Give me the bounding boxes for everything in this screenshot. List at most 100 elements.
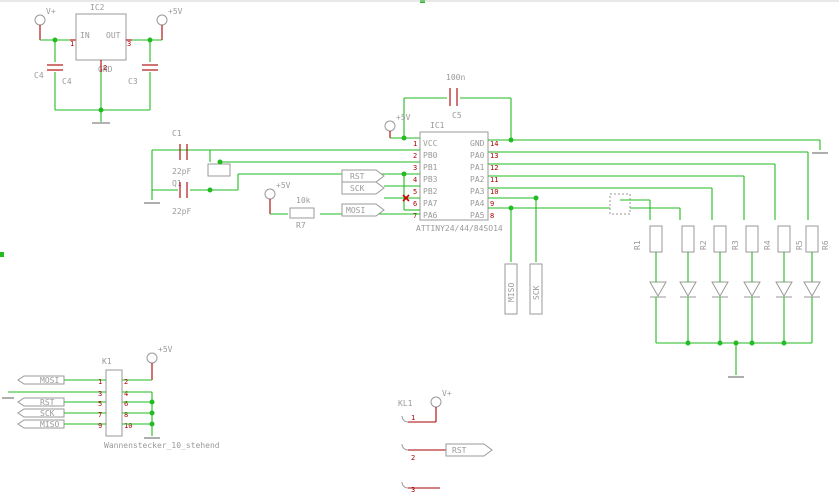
svg-text:VCC: VCC <box>423 139 438 148</box>
svg-text:GND: GND <box>470 139 485 148</box>
svg-text:MOSI: MOSI <box>40 376 59 385</box>
plus5v-label: +5V <box>168 7 183 16</box>
mcu-section: +5V IC1 ATTINY24/44/84SO14 VCC PB0 PB1 P… <box>152 113 828 262</box>
net-rst-header <box>17 397 65 407</box>
svg-text:1: 1 <box>98 378 102 386</box>
svg-text:PA1: PA1 <box>470 163 485 172</box>
net-sck-header <box>17 408 65 418</box>
crystal-body <box>207 163 231 177</box>
frame-marker-left <box>0 252 4 257</box>
svg-text:PB1: PB1 <box>423 163 438 172</box>
svg-text:10: 10 <box>490 188 498 196</box>
mcu-part: ATTINY24/44/84SO14 <box>416 224 503 233</box>
svg-text:13: 13 <box>490 152 498 160</box>
net-miso-vertical <box>504 263 518 315</box>
svg-text:R6: R6 <box>821 240 830 250</box>
led-channel-6: R6 <box>803 225 830 343</box>
svg-text:PA7: PA7 <box>423 199 438 208</box>
svg-text:5: 5 <box>413 188 417 196</box>
net-sck-vertical <box>529 263 543 315</box>
svg-text:+5V: +5V <box>158 345 173 354</box>
r7-value: 10k <box>296 196 311 205</box>
svg-text:R2: R2 <box>699 240 708 250</box>
led-bank: R1 R2 R3 R4 <box>633 152 830 378</box>
svg-text:PB3: PB3 <box>423 175 438 184</box>
svg-text:8: 8 <box>490 212 494 220</box>
svg-text:12: 12 <box>490 164 498 172</box>
svg-text:R1: R1 <box>633 240 642 250</box>
svg-text:6: 6 <box>413 200 417 208</box>
svg-text:8: 8 <box>124 411 128 419</box>
net-miso-header <box>17 419 65 429</box>
mcu-left-pins: VCC PB0 PB1 PB3 PB2 PA7 PA6 1 2 3 4 5 6 … <box>413 139 438 220</box>
svg-text:SCK: SCK <box>532 285 541 300</box>
led-channel-4: R4 <box>743 225 772 343</box>
crystal-name: Q1 <box>172 179 182 188</box>
net-rst-top <box>341 169 385 183</box>
svg-text:4: 4 <box>124 390 128 398</box>
svg-text:MISO: MISO <box>507 283 516 302</box>
mcu-body <box>419 131 489 221</box>
svg-text:1: 1 <box>413 140 417 148</box>
svg-text:9: 9 <box>490 200 494 208</box>
svg-text:6: 6 <box>124 400 128 408</box>
svg-text:C4: C4 <box>62 77 72 86</box>
crystal-section: C1 22pF Q1 22pF <box>144 129 239 216</box>
svg-text:C5: C5 <box>452 111 462 120</box>
svg-text:22pF: 22pF <box>172 167 191 176</box>
vplus-supply-symbol <box>34 14 46 26</box>
reset-supply-symbol <box>264 188 276 200</box>
c5-value: 100n <box>446 73 465 82</box>
svg-text:PA5: PA5 <box>470 211 485 220</box>
led-channel-3: R3 <box>711 225 740 343</box>
svg-text:+5V: +5V <box>276 181 291 190</box>
svg-text:GND: GND <box>98 65 113 74</box>
svg-text:7: 7 <box>98 411 102 419</box>
net-mosi-top <box>341 203 385 217</box>
svg-text:+5V: +5V <box>396 113 411 122</box>
plus5v-supply-symbol <box>156 14 168 26</box>
svg-text:1: 1 <box>411 414 415 422</box>
svg-text:SCK: SCK <box>40 409 55 418</box>
r7-body <box>289 207 315 219</box>
svg-text:3: 3 <box>98 390 102 398</box>
svg-text:IN: IN <box>80 31 90 40</box>
svg-text:10: 10 <box>124 422 132 430</box>
led-channel-1: R1 <box>633 225 667 343</box>
no-connect-marker <box>402 194 410 202</box>
svg-text:3: 3 <box>413 164 417 172</box>
kl1-supply-symbol <box>430 396 442 408</box>
svg-text:3: 3 <box>411 486 415 494</box>
c4-label: C4 <box>34 71 44 80</box>
svg-text:14: 14 <box>490 140 498 148</box>
svg-text:2: 2 <box>411 454 415 462</box>
header-name: K1 <box>102 357 112 366</box>
terminal-kl1: KL1 V+ 1 2 RST 3 <box>398 389 493 494</box>
svg-text:R4: R4 <box>763 240 772 250</box>
regulator-name: IC2 <box>90 3 105 12</box>
regulator-body <box>75 13 127 61</box>
svg-text:PA6: PA6 <box>423 211 438 220</box>
header-body <box>105 369 123 437</box>
mcu-name: IC1 <box>430 121 445 130</box>
net-sck-top <box>341 181 385 195</box>
net-rst-kl1 <box>445 443 493 457</box>
svg-text:OUT: OUT <box>106 31 121 40</box>
r7-name: R7 <box>296 221 306 230</box>
net-mosi-header <box>17 375 65 385</box>
svg-text:22pF: 22pF <box>172 207 191 216</box>
svg-text:2: 2 <box>413 152 417 160</box>
header-k1: K1 Wannenstecker_10_stehend +5V MOSI RST… <box>2 345 220 450</box>
c5-section: 100n C5 <box>403 73 512 140</box>
svg-text:R3: R3 <box>731 240 740 250</box>
svg-text:SCK: SCK <box>350 184 365 193</box>
jumper-block <box>609 193 681 220</box>
c1-label: C1 <box>172 129 182 138</box>
svg-text:3: 3 <box>127 40 131 48</box>
svg-text:1: 1 <box>70 40 74 48</box>
svg-text:RST: RST <box>350 172 365 181</box>
svg-text:PB2: PB2 <box>423 187 438 196</box>
svg-text:RST: RST <box>40 398 55 407</box>
svg-text:9: 9 <box>98 422 102 430</box>
